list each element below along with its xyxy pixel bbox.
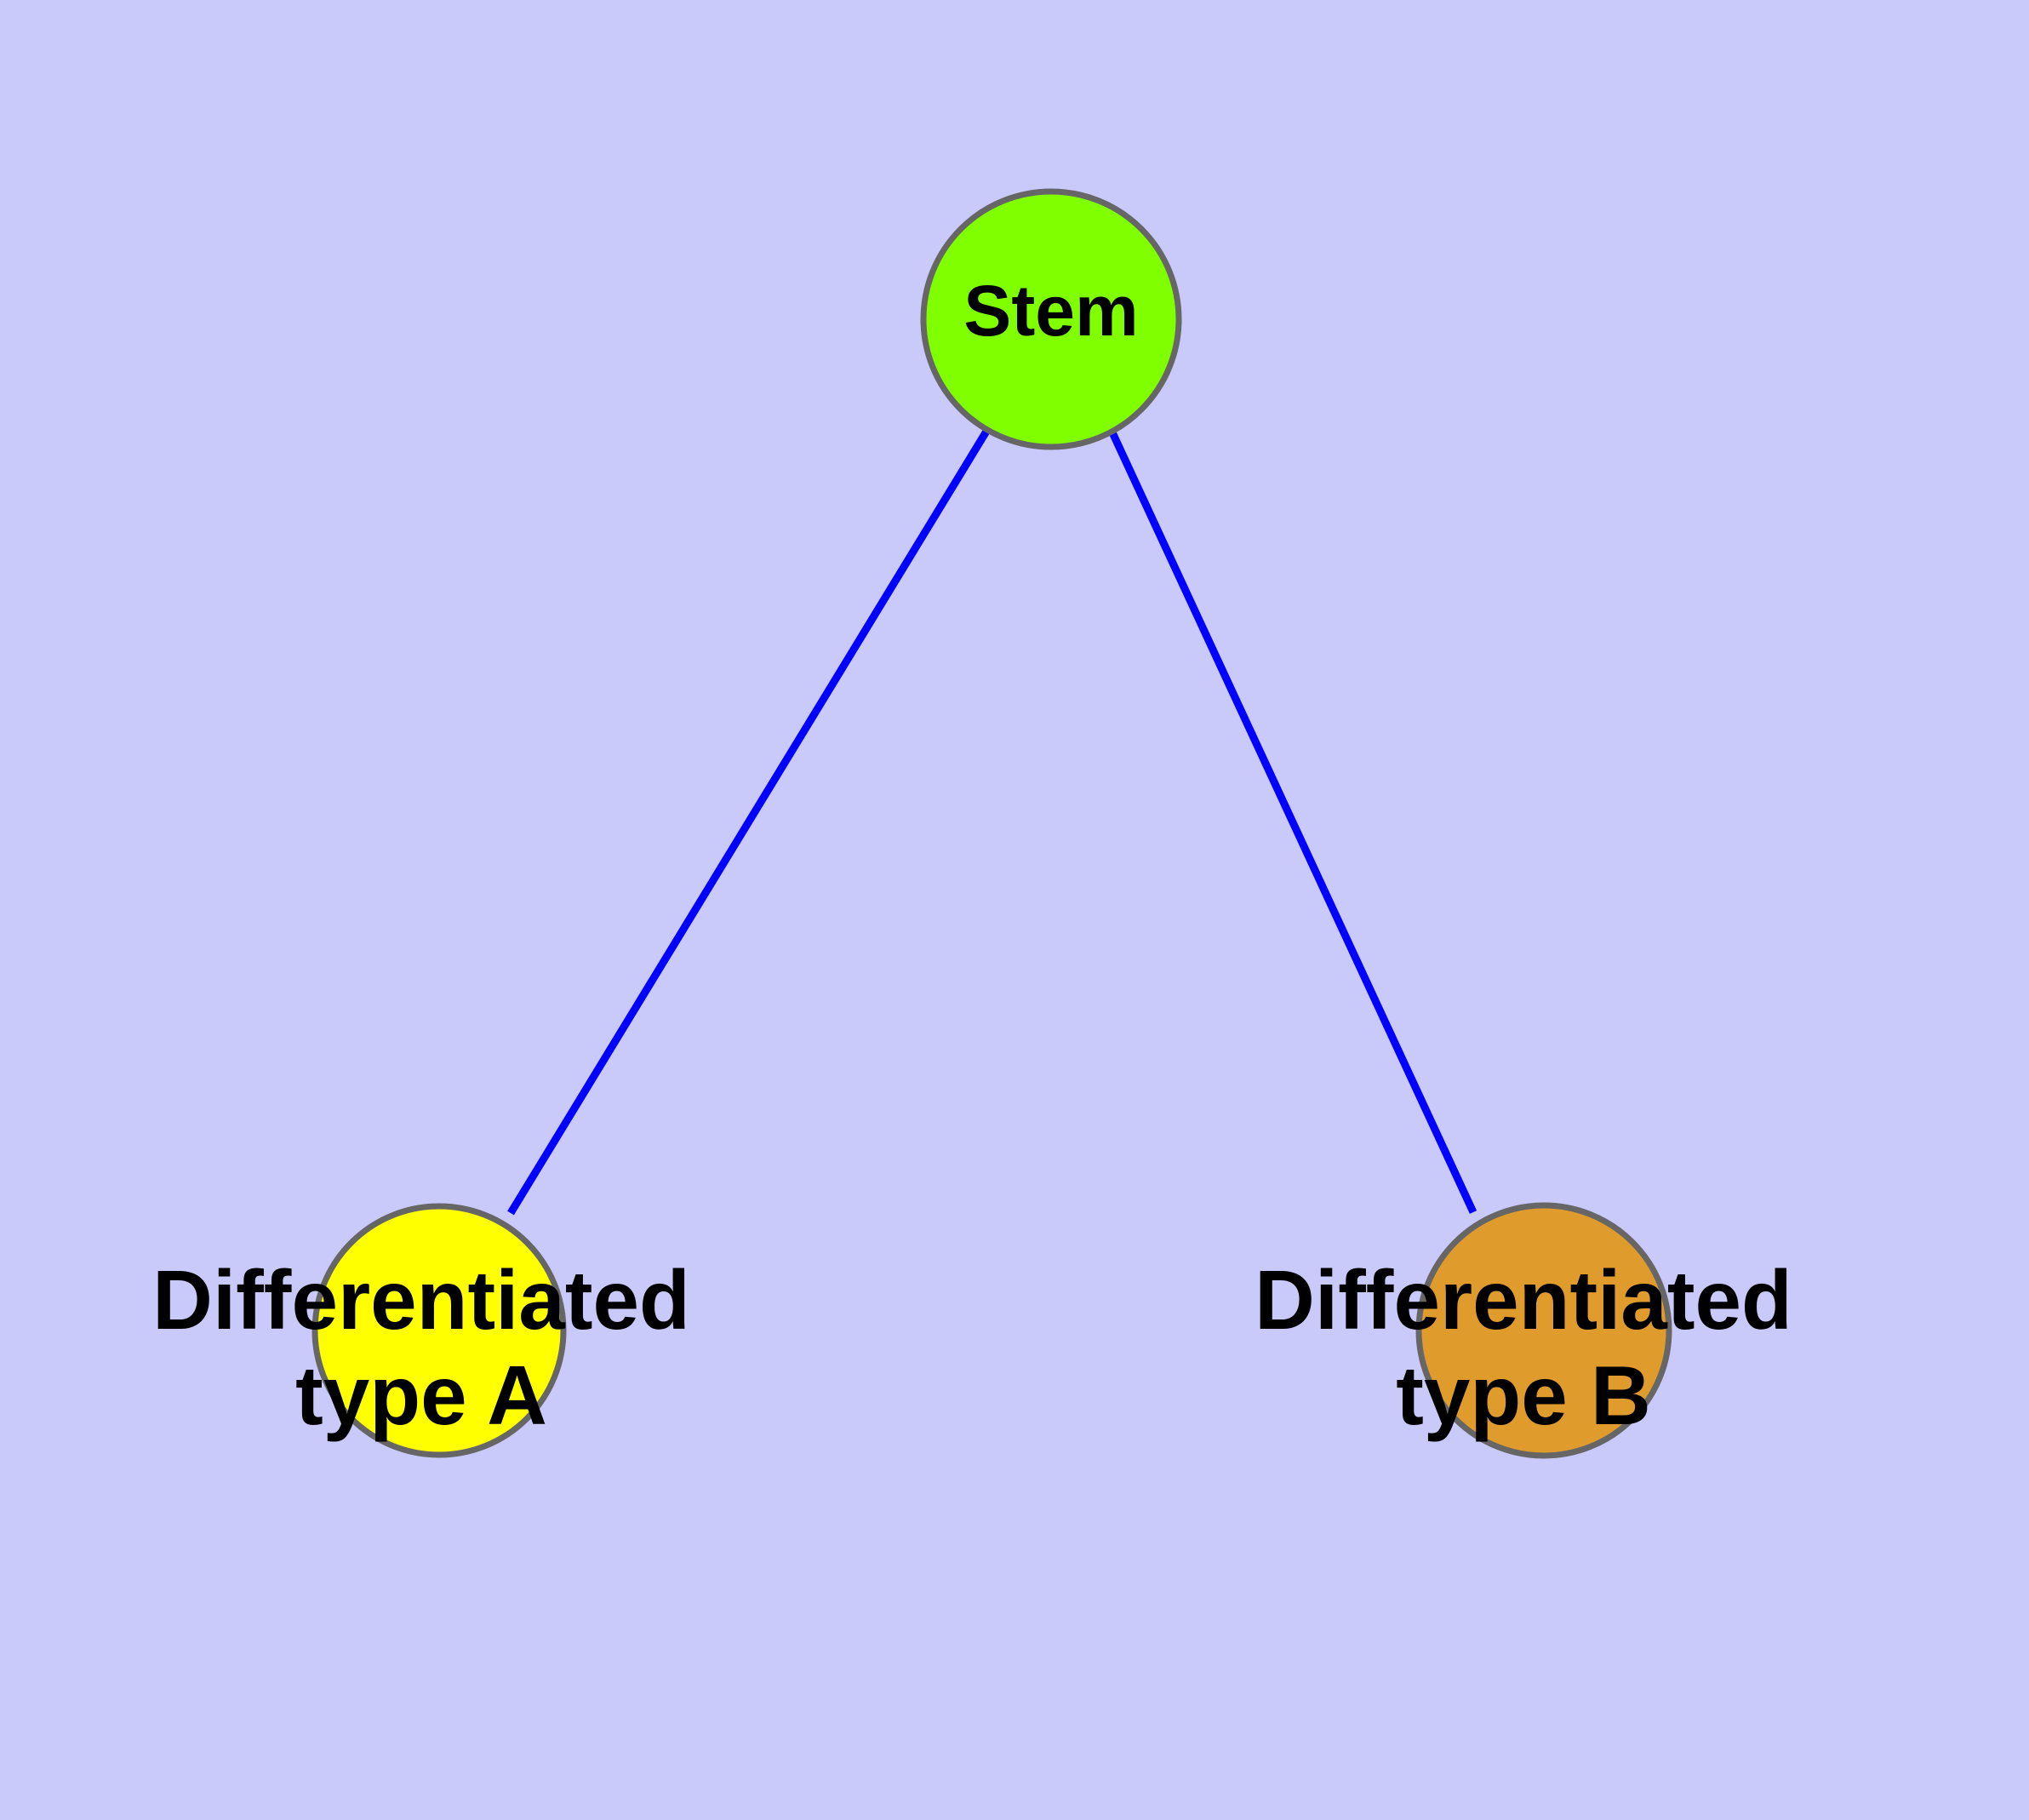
- edge-layer: [507, 427, 1477, 1216]
- node-layer: [311, 188, 1672, 1459]
- node-differentiated-type-b[interactable]: [1415, 1202, 1672, 1459]
- edge-stem-to-differentiated-type-a[interactable]: [507, 427, 991, 1216]
- edge-stem-to-differentiated-type-b[interactable]: [1108, 431, 1477, 1214]
- node-stem[interactable]: [920, 188, 1182, 450]
- node-differentiated-type-a[interactable]: [311, 1203, 567, 1458]
